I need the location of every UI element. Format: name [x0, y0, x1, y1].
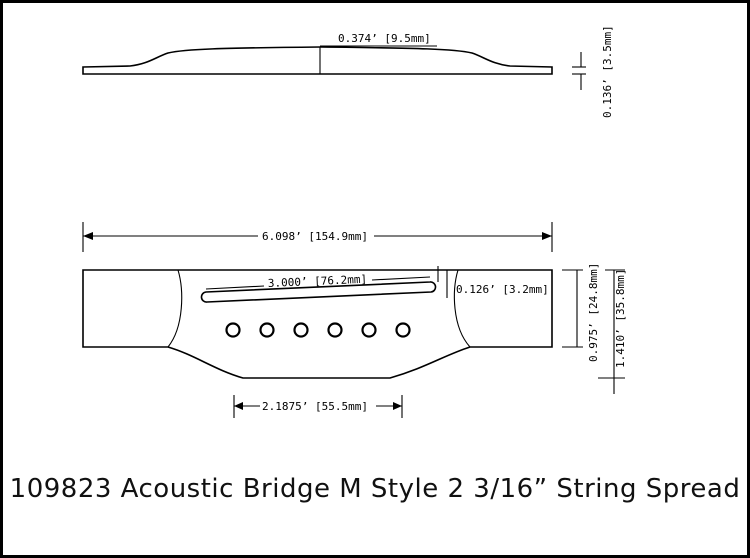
wing-depth-label: 0.975’ [24.8mm]	[587, 263, 600, 362]
length-arrow-left	[83, 232, 93, 240]
slot-width-label: 0.126’ [3.2mm]	[456, 283, 549, 296]
pin-hole-2	[259, 322, 275, 338]
pin-hole-3	[293, 322, 309, 338]
pin-hole-6	[395, 322, 411, 338]
slot-length-line-right	[371, 276, 431, 281]
spread-label: 2.1875’ [55.5mm]	[262, 400, 368, 413]
drawing-title: 109823 Acoustic Bridge M Style 2 3/16” S…	[10, 474, 741, 504]
spread-arrow-left	[234, 402, 243, 410]
depth-label: 1.410’ [35.8mm]	[614, 269, 627, 368]
top-height-label: 0.374’ [9.5mm]	[338, 32, 431, 45]
saddle-slot	[200, 281, 437, 303]
top-view-outline	[82, 269, 553, 379]
length-arrow-right	[542, 232, 552, 240]
pin-hole-4	[327, 322, 343, 338]
pin-hole-5	[361, 322, 377, 338]
slot-length-line-left	[205, 285, 265, 290]
slot-length-label: 3.000’ [76.2mm]	[268, 273, 368, 290]
length-label: 6.098’ [154.9mm]	[262, 230, 368, 243]
left-wing-curve	[167, 269, 183, 348]
spread-arrow-right	[393, 402, 402, 410]
wing-thickness-label: 0.136’ [3.5mm]	[601, 25, 614, 118]
right-wing-curve	[453, 269, 471, 348]
side-view-profile	[82, 46, 553, 75]
pin-holes	[225, 322, 411, 338]
pin-hole-1	[225, 322, 241, 338]
